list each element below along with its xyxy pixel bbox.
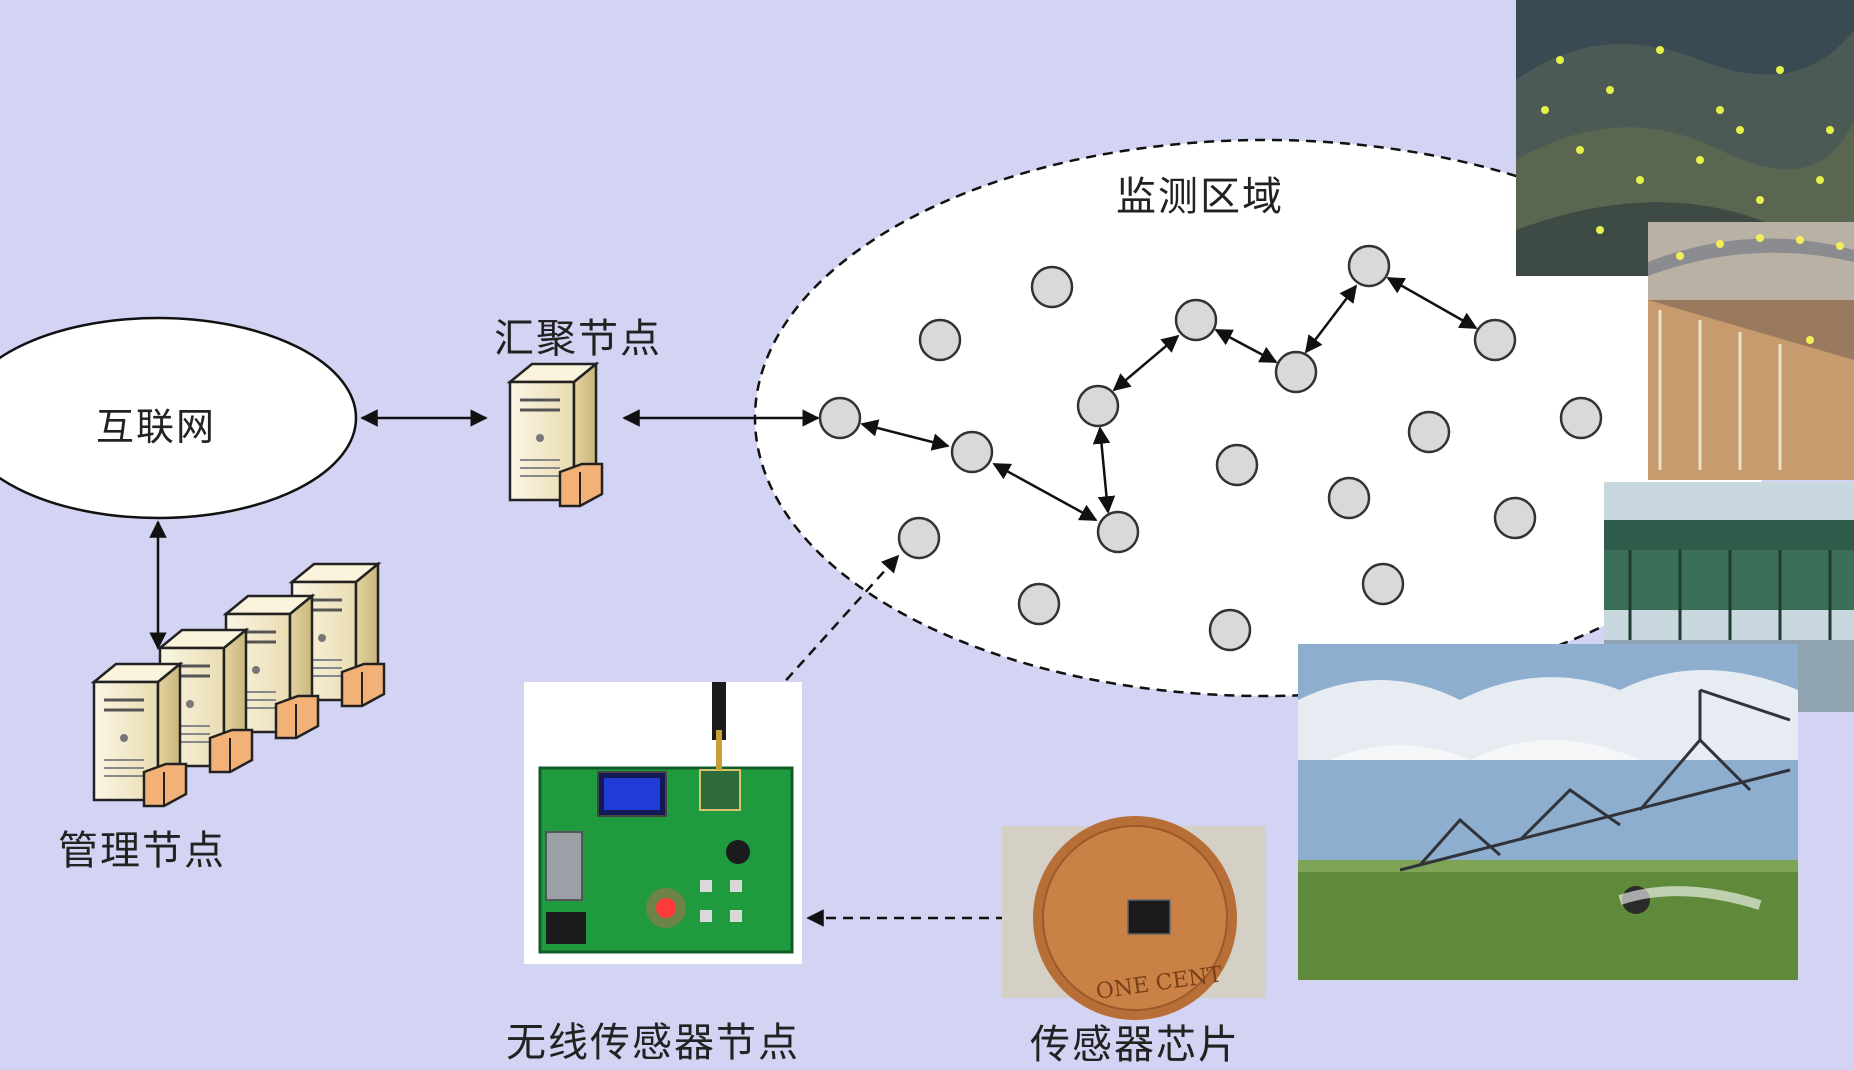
dam-photo xyxy=(1648,222,1854,480)
sensor-node xyxy=(1215,443,1259,487)
sensor-node xyxy=(1017,582,1061,626)
sensor-node xyxy=(1407,410,1451,454)
sensor-node xyxy=(1327,476,1371,520)
sensor-node xyxy=(1361,562,1405,606)
sensor-node xyxy=(1174,298,1218,342)
sensor-chip-photo: ONE CENT xyxy=(1002,816,1266,1020)
sensor-node xyxy=(897,516,941,560)
sensor-node xyxy=(1096,510,1140,554)
sink-node-label: 汇聚节点 xyxy=(494,316,662,362)
sensor-node xyxy=(1493,496,1537,540)
sensor-node xyxy=(950,430,994,474)
sensor-node xyxy=(1347,244,1391,288)
sensor-node xyxy=(818,396,862,440)
internet-label: 互联网 xyxy=(96,405,217,449)
monitoring-area-label: 监测区域 xyxy=(1116,174,1284,220)
irrigation-photo xyxy=(1298,644,1798,980)
internet-cloud xyxy=(0,316,358,520)
sensor-node xyxy=(918,318,962,362)
sensor-node xyxy=(1208,608,1252,652)
sensor-board-photo xyxy=(524,682,802,964)
sensor-node xyxy=(1030,265,1074,309)
multihop-route xyxy=(860,276,1478,522)
management-node-label: 管理节点 xyxy=(58,828,226,874)
sensor-node xyxy=(1274,350,1318,394)
sensor-node xyxy=(1473,318,1517,362)
server-cluster-icon xyxy=(92,562,386,808)
sensor-node xyxy=(1076,384,1120,428)
sensor-nodes xyxy=(818,244,1603,652)
sensor-chip-label: 传感器芯片 xyxy=(1030,1022,1240,1068)
sensor-node xyxy=(1559,396,1603,440)
wireless-sensor-node-label: 无线传感器节点 xyxy=(506,1020,800,1066)
sink-server-icon xyxy=(508,362,604,508)
